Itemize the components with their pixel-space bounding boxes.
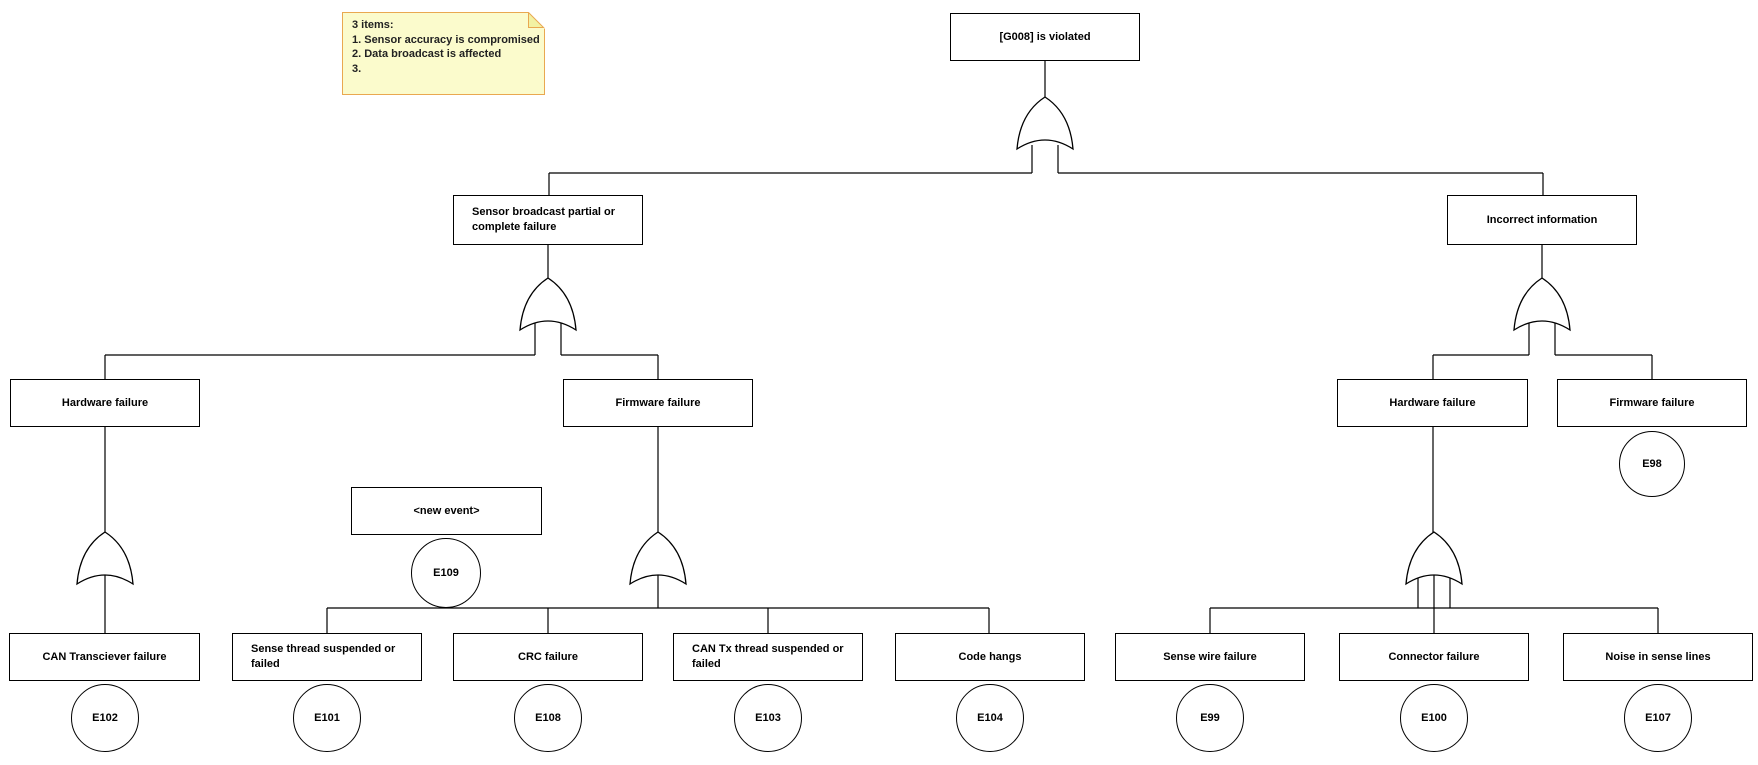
note-line: 1. Sensor accuracy is compromised bbox=[352, 33, 540, 46]
event-circle-e107[interactable]: E107 bbox=[1624, 684, 1692, 752]
node-label: Code hangs bbox=[958, 650, 1022, 663]
or-gate-icon[interactable] bbox=[1016, 96, 1074, 151]
node-label: Hardware failure bbox=[1389, 396, 1476, 409]
node-label: <new event> bbox=[413, 504, 480, 517]
node-hardware-failure-left[interactable]: Hardware failure bbox=[10, 379, 200, 427]
event-id-label: E104 bbox=[977, 712, 1003, 724]
node-new-event[interactable]: <new event> bbox=[351, 487, 542, 535]
event-circle-e102[interactable]: E102 bbox=[71, 684, 139, 752]
node-label: Incorrect information bbox=[1486, 213, 1598, 226]
node-label: CRC failure bbox=[518, 650, 578, 663]
node-label: [G008] is violated bbox=[999, 30, 1091, 43]
node-noise-in-sense-lines[interactable]: Noise in sense lines bbox=[1563, 633, 1753, 681]
or-gate-icon[interactable] bbox=[1513, 277, 1571, 332]
node-sense-wire-failure[interactable]: Sense wire failure bbox=[1115, 633, 1305, 681]
note-line: 3. bbox=[352, 62, 362, 75]
event-circle-e100[interactable]: E100 bbox=[1400, 684, 1468, 752]
node-label: Connector failure bbox=[1388, 650, 1480, 663]
node-label: Sensor broadcast partial or complete fai… bbox=[472, 206, 616, 233]
note-fold-icon bbox=[528, 12, 545, 29]
event-id-label: E101 bbox=[314, 712, 340, 724]
node-firmware-failure-left[interactable]: Firmware failure bbox=[563, 379, 753, 427]
event-id-label: E100 bbox=[1421, 712, 1447, 724]
event-id-label: E98 bbox=[1642, 458, 1662, 470]
node-incorrect-information[interactable]: Incorrect information bbox=[1447, 195, 1637, 245]
sticky-note[interactable]: 3 items: 1. Sensor accuracy is compromis… bbox=[342, 12, 545, 95]
node-label: Firmware failure bbox=[1609, 396, 1695, 409]
or-gate-icon[interactable] bbox=[519, 277, 577, 332]
or-gate-icon[interactable] bbox=[1405, 531, 1463, 586]
event-circle-e101[interactable]: E101 bbox=[293, 684, 361, 752]
node-label: Noise in sense lines bbox=[1605, 650, 1711, 663]
node-crc-failure[interactable]: CRC failure bbox=[453, 633, 643, 681]
or-gate-icon[interactable] bbox=[76, 531, 134, 586]
node-g008-top-event[interactable]: [G008] is violated bbox=[950, 13, 1140, 61]
node-label: CAN Transciever failure bbox=[42, 650, 167, 663]
node-sense-thread-suspended[interactable]: Sense thread suspended or failed bbox=[232, 633, 422, 681]
event-circle-e109[interactable]: E109 bbox=[411, 538, 481, 608]
node-label: Hardware failure bbox=[61, 396, 149, 409]
connector-lines bbox=[104, 61, 1659, 634]
event-circle-e104[interactable]: E104 bbox=[956, 684, 1024, 752]
event-id-label: E103 bbox=[755, 712, 781, 724]
event-circle-e103[interactable]: E103 bbox=[734, 684, 802, 752]
event-circle-e99[interactable]: E99 bbox=[1176, 684, 1244, 752]
node-label: Firmware failure bbox=[615, 396, 701, 409]
node-label: Sense wire failure bbox=[1163, 650, 1257, 663]
event-circle-e98[interactable]: E98 bbox=[1619, 431, 1685, 497]
node-firmware-failure-right[interactable]: Firmware failure bbox=[1557, 379, 1747, 427]
node-can-tx-thread-suspended[interactable]: CAN Tx thread suspended or failed bbox=[673, 633, 863, 681]
event-id-label: E102 bbox=[92, 712, 118, 724]
node-sensor-broadcast-failure[interactable]: Sensor broadcast partial or complete fai… bbox=[453, 195, 643, 245]
node-hardware-failure-right[interactable]: Hardware failure bbox=[1337, 379, 1528, 427]
event-id-label: E99 bbox=[1200, 712, 1220, 724]
or-gate-icon[interactable] bbox=[629, 531, 687, 586]
node-can-transciever-failure[interactable]: CAN Transciever failure bbox=[9, 633, 200, 681]
node-label: Sense thread suspended or failed bbox=[251, 643, 396, 670]
event-id-label: E107 bbox=[1645, 712, 1671, 724]
node-label: CAN Tx thread suspended or failed bbox=[692, 643, 844, 670]
event-id-label: E108 bbox=[535, 712, 561, 724]
note-line: 2. Data broadcast is affected bbox=[352, 48, 502, 60]
node-code-hangs[interactable]: Code hangs bbox=[895, 633, 1085, 681]
event-id-label: E109 bbox=[433, 567, 459, 579]
event-circle-e108[interactable]: E108 bbox=[514, 684, 582, 752]
node-connector-failure[interactable]: Connector failure bbox=[1339, 633, 1529, 681]
note-line: 3 items: bbox=[352, 19, 394, 31]
